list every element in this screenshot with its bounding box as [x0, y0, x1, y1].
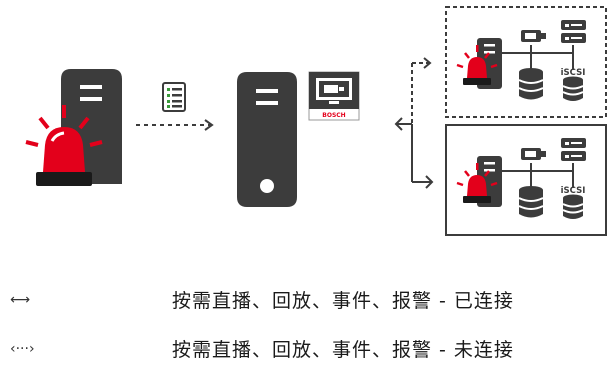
- network-storage-icon: [561, 20, 586, 43]
- bosch-vms-box: BOSCH: [308, 71, 360, 121]
- site-bottom-connected: iSCSI: [445, 124, 607, 236]
- alarm-light-icon: [456, 163, 498, 203]
- document-icon: [162, 82, 186, 112]
- legend-text-connected: 按需直播、回放、事件、报警 - 已连接: [172, 290, 514, 312]
- alarm-light-icon: [456, 45, 498, 85]
- architecture-diagram: BOSCH: [25, 6, 607, 236]
- legend-row-connected: ⟷ 按需直播、回放、事件、报警 - 已连接: [0, 284, 612, 314]
- database-icon: [518, 68, 544, 100]
- iscsi-label: iSCSI: [561, 186, 586, 196]
- dashed-arrow-right: [136, 119, 214, 131]
- legend-row-disconnected: ‹···› 按需直播、回放、事件、报警 - 未连接: [0, 333, 612, 363]
- bosch-logo: BOSCH: [322, 112, 345, 119]
- legend-text-disconnected: 按需直播、回放、事件、报警 - 未连接: [172, 339, 514, 361]
- site-top-disconnected: iSCSI: [445, 6, 607, 118]
- central-server: [237, 72, 297, 207]
- alarm-server: [25, 69, 122, 186]
- alarm-light-icon: [25, 105, 103, 186]
- solid-double-arrow-icon: ⟷: [10, 292, 31, 308]
- iscsi-label: iSCSI: [561, 68, 586, 78]
- database-icon: [518, 186, 544, 218]
- network-storage-icon: [561, 138, 586, 161]
- branch-connector: [394, 57, 434, 189]
- iscsi-database-icon: [562, 194, 584, 219]
- dashed-double-arrow-icon: ‹···›: [10, 341, 35, 357]
- iscsi-database-icon: [562, 76, 584, 101]
- camera-icon: [521, 148, 546, 160]
- camera-icon: [521, 30, 546, 42]
